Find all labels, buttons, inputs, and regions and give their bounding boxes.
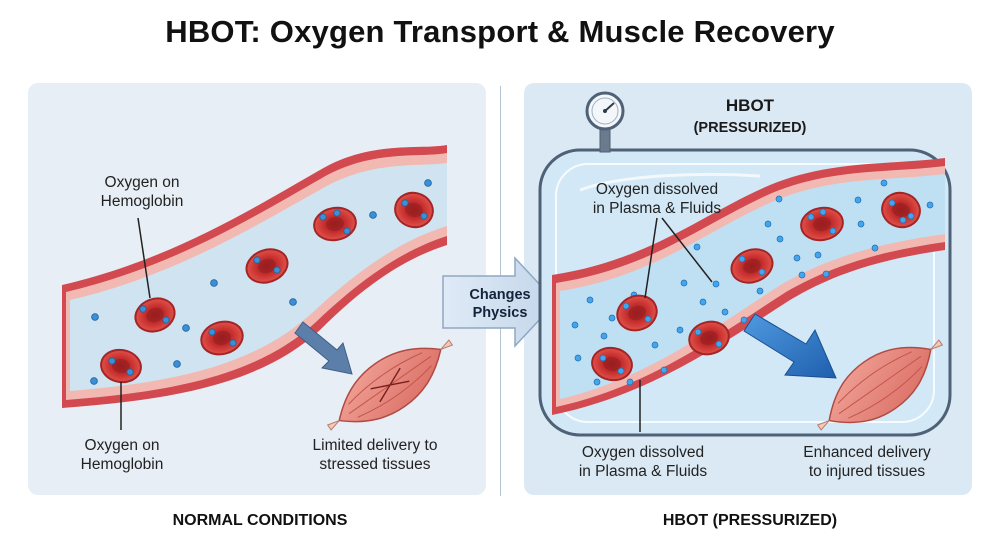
changes-physics-arrow bbox=[442, 256, 558, 348]
normal-label-leaders bbox=[120, 217, 151, 430]
label-oxygen-on-hemoglobin-bottom: Oxygen on Hemoglobin bbox=[80, 437, 164, 473]
caption-hbot-pressurized: HBOT (PRESSURIZED) bbox=[662, 512, 838, 529]
label-limited-delivery: Limited delivery to stressed tissues bbox=[312, 437, 438, 473]
hbot-header-title: HBOT bbox=[725, 96, 775, 115]
hbot-dissolved-oxygen bbox=[571, 179, 934, 386]
normal-delivery-arrow bbox=[294, 321, 353, 375]
label-oxygen-dissolved-top: Oxygen dissolved in Plasma & Fluids bbox=[592, 181, 722, 217]
muscle-icon bbox=[816, 339, 944, 431]
hbot-header-subtitle: (PRESSURIZED) bbox=[693, 120, 807, 136]
diagram-title: HBOT: Oxygen Transport & Muscle Recovery bbox=[165, 14, 835, 49]
caption-normal-conditions: NORMAL CONDITIONS bbox=[172, 512, 348, 529]
hbot-bound-oxygen bbox=[599, 199, 915, 375]
label-oxygen-dissolved-bottom: Oxygen dissolved in Plasma & Fluids bbox=[578, 444, 708, 480]
normal-oxygen-molecules bbox=[90, 179, 432, 385]
muscle-icon bbox=[326, 339, 454, 431]
hbot-label-leaders bbox=[639, 217, 713, 432]
label-changes-physics: Changes Physics bbox=[469, 287, 531, 321]
label-oxygen-on-hemoglobin-top: Oxygen on Hemoglobin bbox=[100, 174, 184, 210]
hbot-delivery-arrow bbox=[743, 313, 837, 379]
pressure-gauge-icon bbox=[585, 91, 625, 153]
label-enhanced-delivery: Enhanced delivery to injured tissues bbox=[803, 444, 931, 480]
